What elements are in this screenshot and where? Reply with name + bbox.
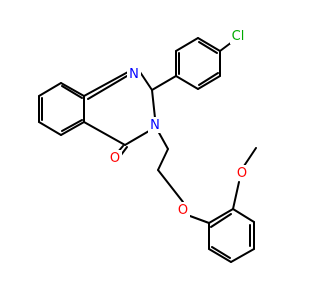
propyl-bond [157, 169, 184, 203]
c2-n3-bond [151, 89, 156, 119]
chlorophenyl-bond [197, 37, 221, 52]
atom-n3: N [148, 117, 162, 133]
methoxyphenyl-bond [208, 248, 232, 263]
chlorophenyl-bond [197, 75, 221, 90]
chlorophenyl-double-bond [198, 72, 219, 86]
benzo-bond [60, 121, 85, 136]
atom-n1: N [127, 66, 141, 82]
atom-o-carbonyl: O [108, 150, 122, 166]
atom-cl: Cl [230, 28, 247, 44]
n3-c4-bond [124, 130, 150, 146]
methoxyphenyl-double-bond [211, 246, 231, 259]
chlorophenyl-bond [175, 75, 199, 90]
benzo-bond [60, 82, 85, 97]
atom-label-o-carbonyl: O [110, 151, 120, 166]
propyl-bond [157, 130, 169, 150]
n1-c8a-bond [83, 71, 129, 97]
n1-c2-bond [139, 71, 153, 91]
aryl-link-bond [151, 75, 177, 91]
chlorophenyl-bond [175, 37, 199, 52]
benzo-double-bond [61, 85, 83, 99]
benzo-bond [38, 82, 62, 97]
bond-layer [38, 37, 257, 263]
atom-o-ether: O [176, 202, 190, 218]
methoxyphenyl-double-bond [210, 213, 232, 228]
methyl-bond [243, 147, 257, 167]
o-methoxy-bond [232, 181, 240, 210]
n1-c8a-double-bond [87, 75, 128, 100]
chemical-structure: N N O O O Cl [38, 28, 257, 263]
methoxyphenyl-bond [208, 208, 234, 224]
atom-label-n3: N [150, 118, 160, 133]
atom-label-o-methoxy: O [237, 166, 247, 181]
atom-label-cl: Cl [232, 29, 245, 44]
chlorophenyl-double-bond [198, 41, 218, 54]
propyl-bond [157, 148, 169, 171]
atom-label-n1: N [129, 67, 139, 82]
atom-label-o-ether: O [178, 203, 188, 218]
atom-o-methoxy: O [235, 165, 249, 181]
ether-bond [189, 215, 210, 224]
methoxyphenyl-bond [230, 248, 255, 263]
methoxyphenyl-bond [232, 208, 255, 223]
benzo-bond [38, 121, 62, 136]
benzo-double-bond [61, 119, 83, 132]
c4-c4a-bond [83, 121, 126, 146]
